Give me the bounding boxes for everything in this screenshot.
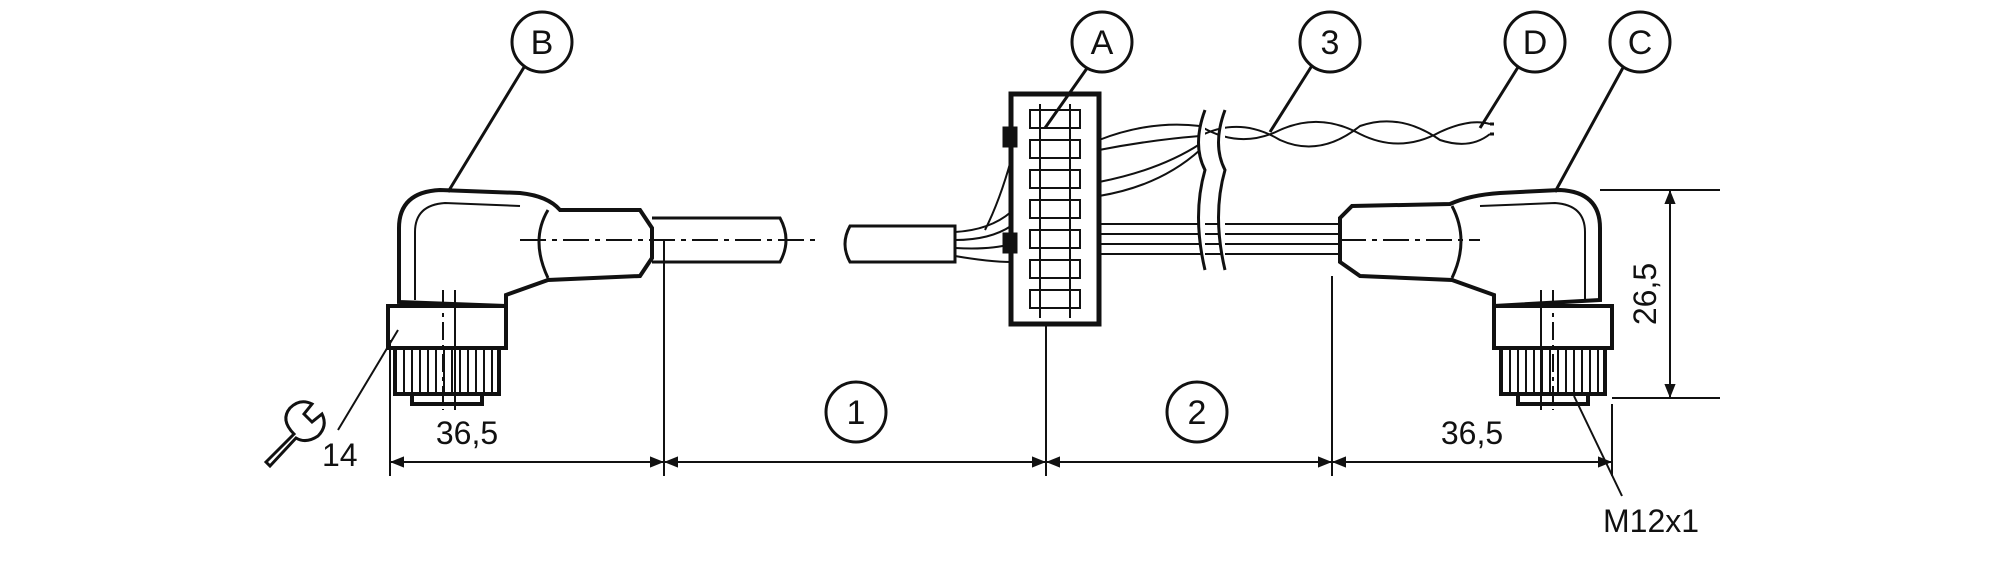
distributor-box — [954, 91, 1102, 327]
dimension-lines — [337, 189, 1720, 497]
callout-a: A — [1070, 10, 1134, 74]
callout-2: 2 — [1165, 380, 1229, 444]
callout-c: C — [1608, 10, 1672, 74]
callout-b: B — [510, 10, 574, 74]
callout-1: 1 — [824, 380, 888, 444]
wrench-icon — [263, 400, 326, 469]
callout-b-label: B — [531, 24, 554, 62]
callout-3: 3 — [1298, 10, 1362, 74]
callout-d: D — [1503, 10, 1567, 74]
callout-1-label: 1 — [847, 394, 866, 432]
callout-c-label: C — [1628, 24, 1653, 62]
left-cable — [520, 216, 957, 264]
right-angled-connector — [1338, 187, 1614, 410]
callout-3-label: 3 — [1321, 24, 1340, 62]
right-wire-bundle — [1098, 109, 1494, 271]
dim-thread: M12x1 — [1603, 503, 1699, 539]
dim-left-length: 36,5 — [436, 415, 498, 451]
left-angled-connector — [386, 187, 654, 410]
leader-lines — [446, 63, 1627, 193]
dim-right-length: 36,5 — [1441, 415, 1503, 451]
callout-d-label: D — [1523, 24, 1548, 62]
dim-height: 26,5 — [1627, 263, 1663, 325]
callout-a-label: A — [1091, 24, 1114, 62]
dim-wrench-size: 14 — [322, 437, 358, 473]
callout-2-label: 2 — [1188, 394, 1207, 432]
